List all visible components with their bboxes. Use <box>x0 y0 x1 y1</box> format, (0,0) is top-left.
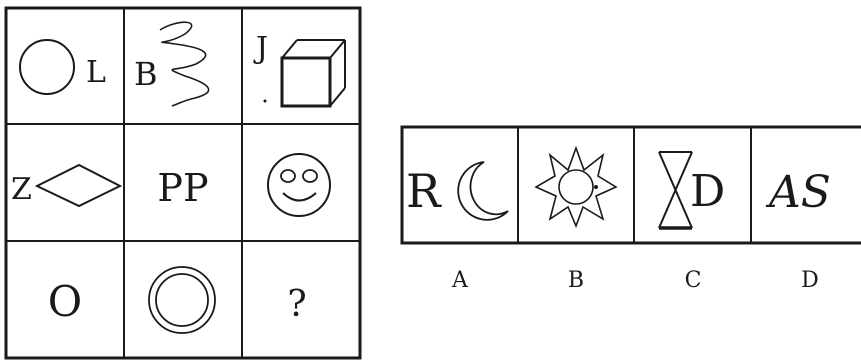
cell-r2c2: PP <box>157 166 208 210</box>
circle-icon <box>20 40 74 94</box>
double-circle-icon <box>149 267 215 333</box>
cell-r1c3-letter: J <box>253 31 268 66</box>
cell-r1c1-letter: L <box>86 55 106 90</box>
cell-r1c2-letter: B <box>134 55 158 93</box>
cell-r3c1-text: O <box>48 277 82 326</box>
diamond-icon <box>37 165 120 206</box>
crescent-icon <box>458 162 508 220</box>
option-c[interactable]: D <box>659 152 725 228</box>
dot-icon <box>264 100 267 103</box>
cell-r2c1: Z <box>11 165 120 207</box>
option-labels: A B C D <box>451 268 819 293</box>
cube-icon <box>282 40 345 106</box>
option-label-d: D <box>801 268 819 293</box>
cell-r1c3: J <box>253 31 345 106</box>
option-c-letter: D <box>690 166 725 217</box>
cell-r2c2-text: PP <box>157 166 208 210</box>
hourglass-icon <box>659 152 692 228</box>
option-d[interactable]: AS <box>765 167 831 218</box>
option-label-c: C <box>685 268 702 293</box>
smiley-icon <box>268 154 330 216</box>
sun-icon <box>536 148 616 226</box>
option-d-text: AS <box>765 167 831 218</box>
cell-r2c3 <box>268 154 330 216</box>
cell-r3c1: O <box>48 277 82 326</box>
cell-r3c2 <box>149 267 215 333</box>
sun-dot <box>594 185 598 189</box>
option-label-a: A <box>451 268 469 293</box>
cell-r1c1: L <box>20 40 106 94</box>
option-a[interactable]: R <box>406 162 508 220</box>
option-label-b: B <box>568 268 584 293</box>
cell-r3c3-text: ? <box>287 284 306 325</box>
squiggle-icon <box>160 22 209 106</box>
option-b[interactable] <box>536 148 616 226</box>
cell-r2c1-letter: Z <box>11 172 32 207</box>
cell-r3c3: ? <box>287 284 306 325</box>
cell-r1c2: B <box>134 22 209 106</box>
option-a-letter: R <box>406 164 442 218</box>
